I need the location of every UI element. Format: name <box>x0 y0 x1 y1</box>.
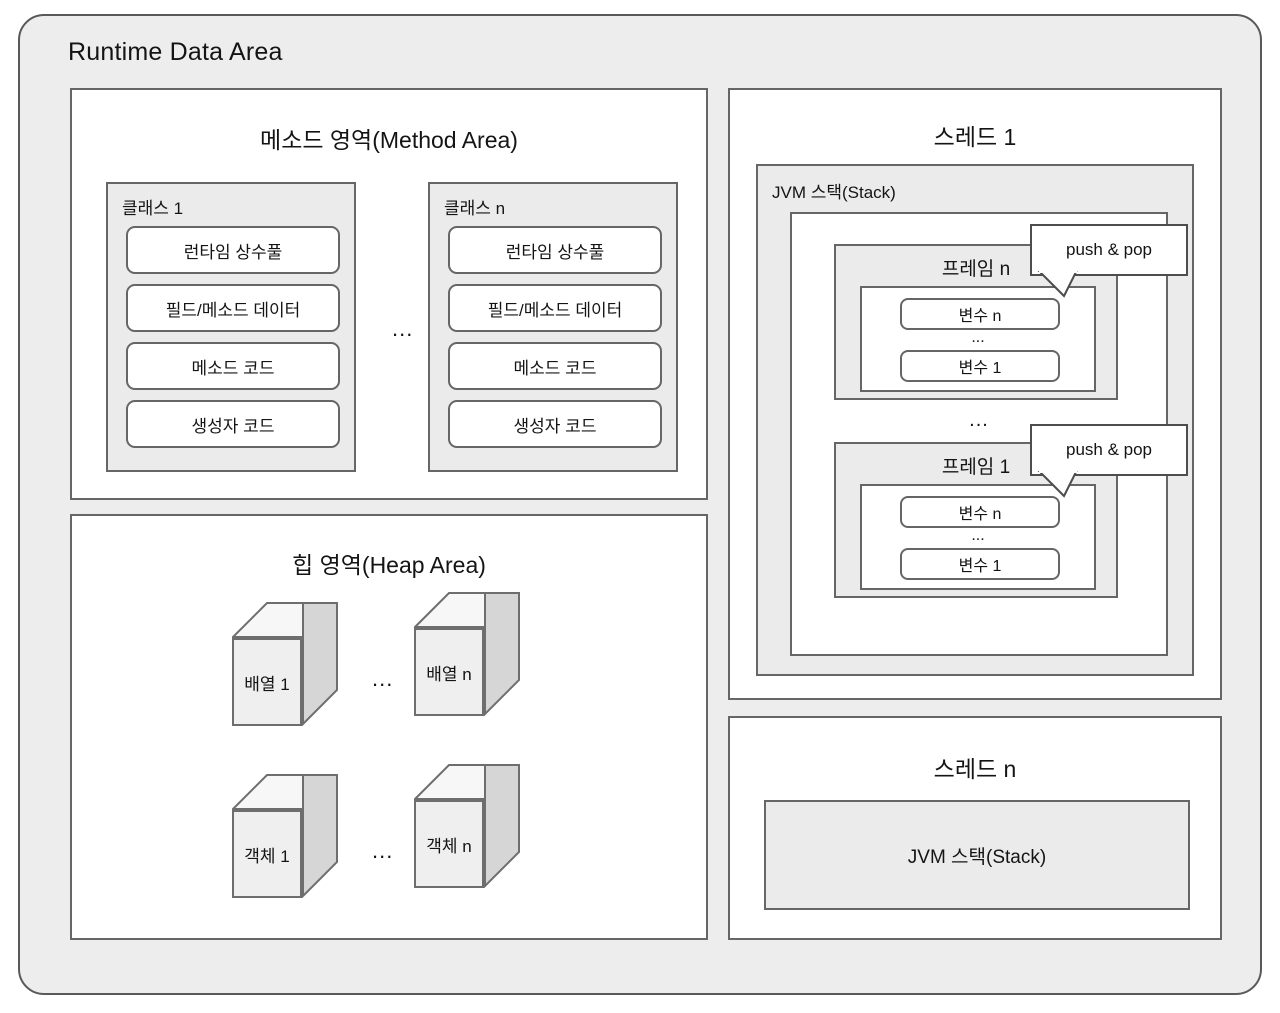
runtime-data-area-container: Runtime Data Area 메소드 영역(Method Area) 클래… <box>18 14 1262 995</box>
class-box-n: 클래스 n 런타임 상수풀 필드/메소드 데이터 메소드 코드 생성자 코드 <box>428 182 678 472</box>
stack-frame-1-title: 프레임 1 <box>941 457 1011 478</box>
thread-1-jvm-stack-label: JVM 스택(Stack) <box>772 183 896 202</box>
class-n-runtime-constant-pool: 런타임 상수풀 <box>448 226 662 274</box>
stack-frame-n-variable-1: 변수 1 <box>900 350 1060 382</box>
thread-n-title: 스레드 n <box>933 756 1017 782</box>
class-1-runtime-constant-pool: 런타임 상수풀 <box>126 226 340 274</box>
stack-frame-n-variable-n: 변수 n <box>900 298 1060 330</box>
stack-frames-ellipsis: ... <box>969 409 989 431</box>
cube-label-array-1: 배열 1 <box>232 638 302 726</box>
cube-side-face-icon <box>302 774 338 898</box>
stack-frame-1: 프레임 1 변수 n ... 변수 1 <box>834 442 1118 598</box>
push-pop-callout-label-2: push & pop <box>1065 440 1152 459</box>
heap-cube-array-n: 배열 n <box>414 592 520 716</box>
method-area-box: 메소드 영역(Method Area) 클래스 1 런타임 상수풀 필드/메소드… <box>70 88 708 500</box>
classes-ellipsis: ... <box>392 316 414 341</box>
class-n-field-method-data: 필드/메소드 데이터 <box>448 284 662 332</box>
thread-1-box: 스레드 1 JVM 스택(Stack) 프레임 n 변수 n ... 변수 1 … <box>728 88 1222 700</box>
heap-cube-object-n: 객체 n <box>414 764 520 888</box>
heap-area-box: 힙 영역(Heap Area) 배열 1 ... 배열 n <box>70 514 708 940</box>
class-1-label: 클래스 1 <box>122 199 184 218</box>
class-box-1: 클래스 1 런타임 상수풀 필드/메소드 데이터 메소드 코드 생성자 코드 <box>106 182 356 472</box>
cube-side-face-icon <box>484 764 520 888</box>
thread-1-title: 스레드 1 <box>933 124 1017 150</box>
push-pop-callout-frame-n: push & pop <box>1030 224 1188 298</box>
class-1-constructor-code: 생성자 코드 <box>126 400 340 448</box>
method-area-title: 메소드 영역(Method Area) <box>260 127 518 153</box>
thread-n-jvm-stack-label: JVM 스택(Stack) <box>907 846 1047 868</box>
callout-tail-icon <box>1037 468 1078 498</box>
push-pop-callout-frame-1: push & pop <box>1030 424 1188 498</box>
stack-frame-1-variable-1: 변수 1 <box>900 548 1060 580</box>
class-1-method-code: 메소드 코드 <box>126 342 340 390</box>
cube-label-object-1: 객체 1 <box>232 810 302 898</box>
class-n-constructor-code: 생성자 코드 <box>448 400 662 448</box>
stack-frame-n-variables-ellipsis: ... <box>971 329 985 346</box>
heap-area-title: 힙 영역(Heap Area) <box>292 552 486 578</box>
cube-label-object-n: 객체 n <box>414 800 484 888</box>
cube-side-face-icon <box>484 592 520 716</box>
callout-tail-icon <box>1037 268 1078 298</box>
runtime-data-area-title: Runtime Data Area <box>68 38 283 66</box>
cube-side-face-icon <box>302 602 338 726</box>
heap-cube-array-1: 배열 1 <box>232 602 338 726</box>
thread-n-box: 스레드 n JVM 스택(Stack) <box>728 716 1222 940</box>
heap-ellipsis-arrays: ... <box>372 666 394 691</box>
stack-frame-n-variables-box: 변수 n ... 변수 1 <box>860 286 1096 392</box>
heap-ellipsis-objects: ... <box>372 838 394 863</box>
class-n-method-code: 메소드 코드 <box>448 342 662 390</box>
thread-n-jvm-stack-box: JVM 스택(Stack) <box>764 800 1190 910</box>
cube-label-array-n: 배열 n <box>414 628 484 716</box>
class-n-label: 클래스 n <box>444 199 506 218</box>
push-pop-callout-label-1: push & pop <box>1065 240 1152 259</box>
stack-frame-1-variables-ellipsis: ... <box>971 527 985 544</box>
heap-cube-object-1: 객체 1 <box>232 774 338 898</box>
stack-frame-1-variables-box: 변수 n ... 변수 1 <box>860 484 1096 590</box>
class-1-field-method-data: 필드/메소드 데이터 <box>126 284 340 332</box>
stack-frame-1-variable-n: 변수 n <box>900 496 1060 528</box>
stack-frame-n-title: 프레임 n <box>941 259 1011 280</box>
